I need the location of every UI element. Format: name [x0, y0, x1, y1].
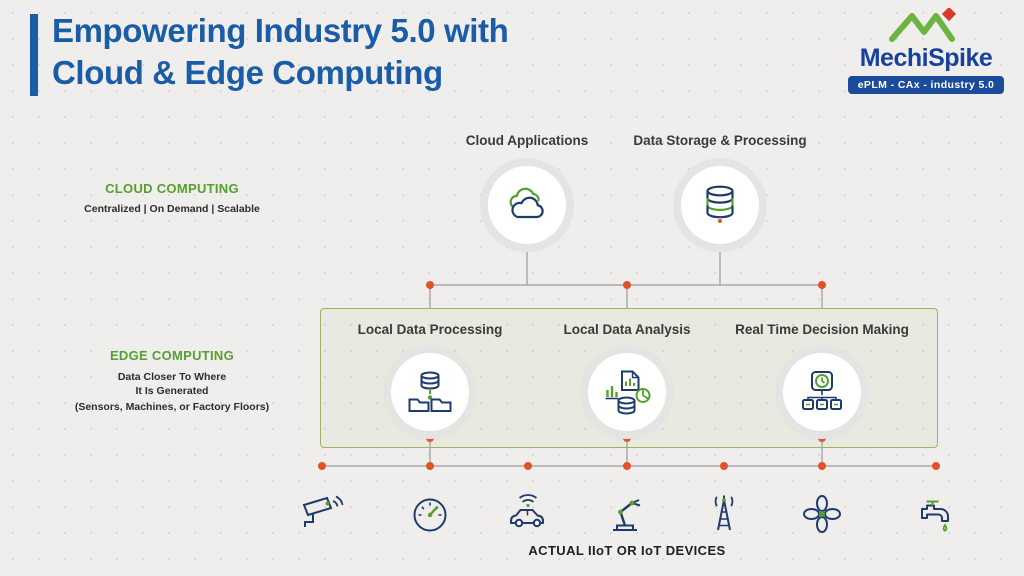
edge-computing-label: EDGE COMPUTING: [109, 348, 235, 363]
edge-sublabel-1: Data Closer To Where: [117, 371, 227, 383]
node-data-storage: [681, 166, 759, 244]
node-label-real-time-decision: Real Time Decision Making: [735, 322, 909, 337]
database-folders-icon: [408, 371, 452, 412]
clock-decision-icon: [802, 371, 842, 410]
node-cloud-applications: [488, 166, 566, 244]
cctv-camera-icon: [302, 495, 344, 527]
cloud-computing-label: CLOUD COMPUTING: [105, 181, 239, 196]
mountain-logo-icon: [889, 6, 957, 42]
device-signal-tower: [702, 492, 746, 536]
cloud-computing-sublabel: Centralized | On Demand | Scalable: [84, 203, 260, 215]
cloud-icon: [509, 187, 544, 219]
database-stack-icon: [706, 185, 734, 223]
node-label-local-data-processing: Local Data Processing: [357, 322, 503, 337]
fan-icon: [803, 495, 841, 533]
edge-sublabel-2: It Is Generated: [135, 385, 209, 397]
node-real-time-decision: [783, 353, 861, 431]
title-accent-bar: [30, 14, 38, 96]
node-local-data-analysis: [588, 353, 666, 431]
page-title-line1: Empowering Industry 5.0 with: [52, 12, 509, 49]
signal-tower-icon: [714, 495, 734, 531]
logo-diamond: [941, 6, 957, 22]
node-label-local-data-analysis: Local Data Analysis: [563, 322, 691, 337]
node-label-data-storage: Data Storage & Processing: [633, 133, 807, 148]
device-robotic-arm: [605, 492, 649, 536]
devices-label: ACTUAL IIoT OR IoT DEVICES: [528, 543, 726, 558]
edge-sublabel-3: (Sensors, Machines, or Factory Floors): [74, 401, 270, 413]
water-tap-icon: [921, 500, 949, 532]
node-label-cloud-applications: Cloud Applications: [465, 133, 589, 148]
brand-tagline: ePLM - CAx - industry 5.0: [847, 76, 1005, 94]
page-title-line2: Cloud & Edge Computing: [52, 53, 443, 91]
speedometer-icon: [413, 498, 447, 532]
device-fan: [800, 492, 844, 536]
brand-logo: MechiSpike ePLM - CAx - industry 5.0: [838, 6, 1014, 94]
connected-car-icon: [510, 494, 544, 528]
robotic-arm-icon: [613, 499, 641, 531]
charts-database-icon: [605, 370, 651, 415]
device-connected-car: [506, 492, 550, 536]
page-title: Empowering Industry 5.0 with Cloud & Edg…: [52, 10, 509, 93]
brand-name: MechiSpike: [859, 44, 993, 72]
device-cctv-camera: [300, 492, 344, 536]
node-local-data-processing: [391, 353, 469, 431]
device-water-tap: [914, 492, 958, 536]
device-speedometer: [408, 492, 452, 536]
